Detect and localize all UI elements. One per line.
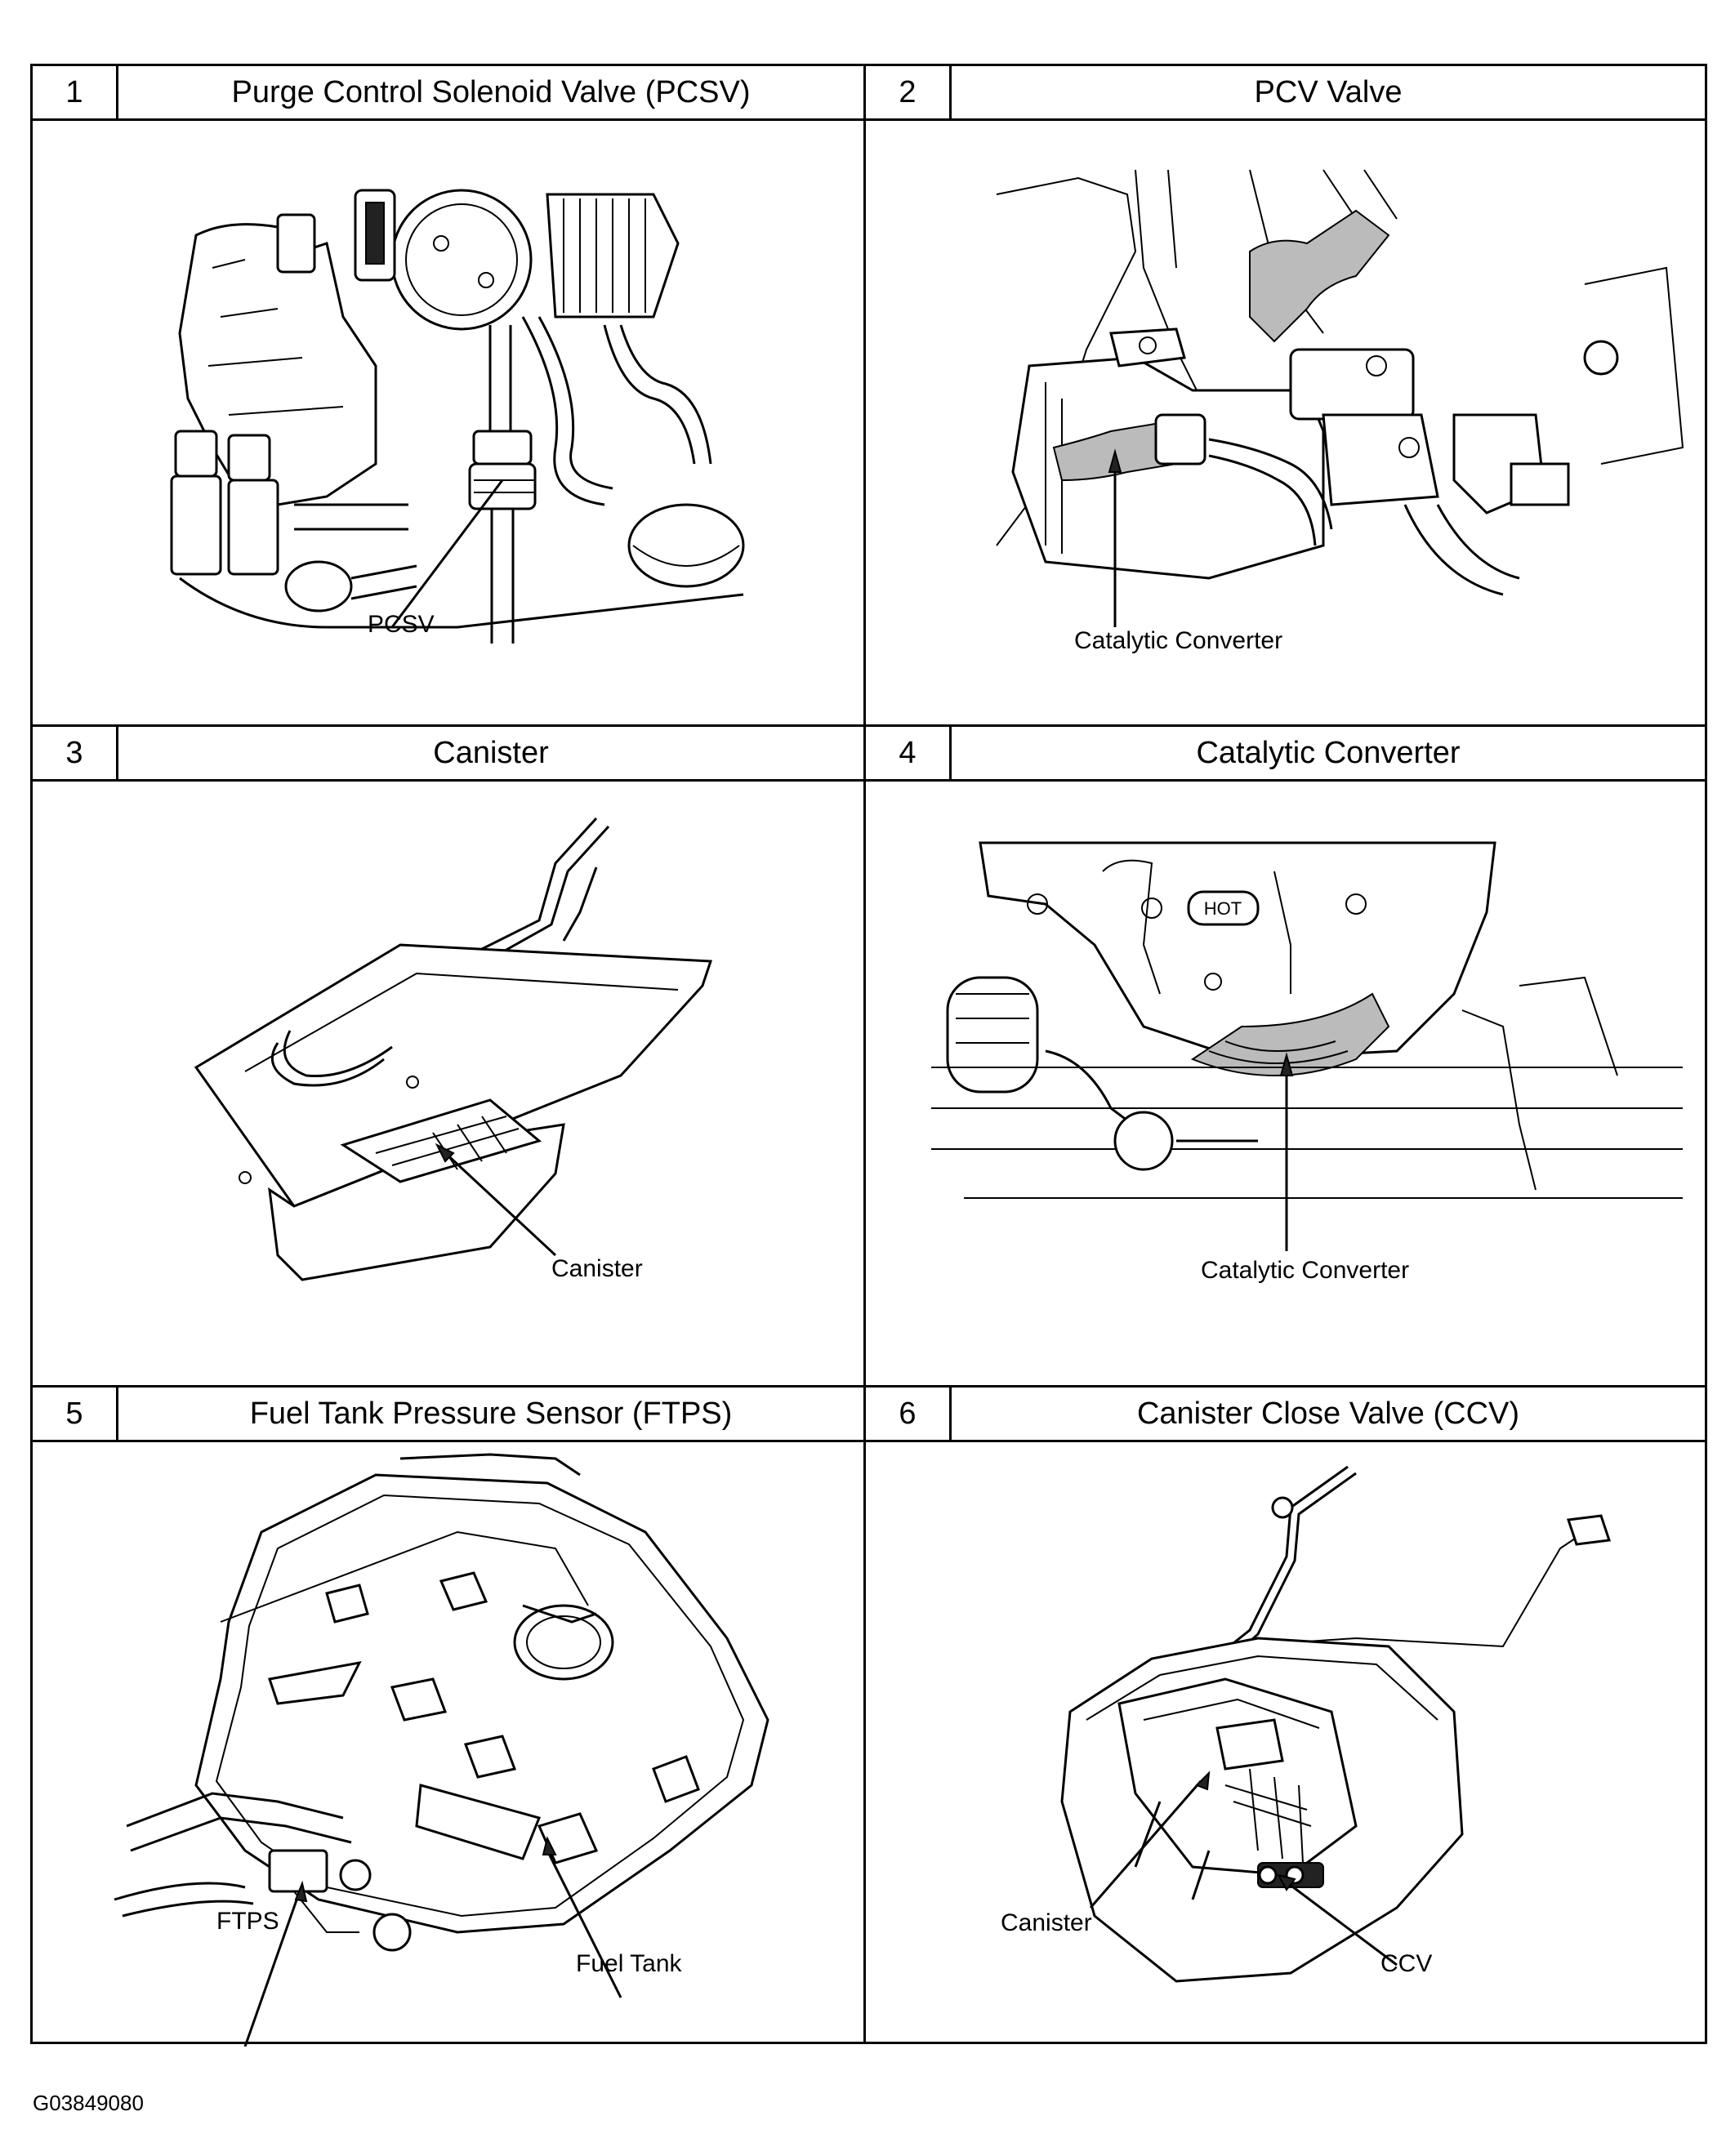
figure-id: G03849080 [33, 2091, 144, 2115]
pcsv-engine-drawing [170, 189, 745, 644]
panel-6-illustration: Canister CCV [863, 1440, 1707, 2044]
panel-5-illustration: FTPS Fuel Tank [30, 1440, 866, 2047]
panel-1-number: 1 [30, 64, 118, 121]
panel-3-illustration: Canister [30, 779, 866, 1388]
panel-3-callout-canister: Canister [551, 1255, 643, 1282]
hot-badge-text: HOT [1204, 898, 1242, 919]
panel-4-number: 4 [863, 724, 952, 782]
canister-ccv-drawing [1060, 1465, 1612, 1983]
figure-frame [30, 64, 1707, 2044]
panel-6-callout-canister: Canister [1001, 1909, 1092, 1936]
pcv-engine-drawing [996, 169, 1684, 627]
panel-2-illustration: Catalytic Converter [863, 118, 1707, 727]
panel-1-illustration: PCSV [30, 118, 866, 727]
panel-4-callout-catalytic-converter: Catalytic Converter [1201, 1257, 1410, 1284]
panel-4-title: Catalytic Converter [949, 724, 1707, 782]
fuel-tank-ftps-drawing [114, 1453, 769, 2047]
panel-3-title: Canister [116, 724, 866, 782]
panel-2-callout-catalytic-converter: Catalytic Converter [1074, 627, 1283, 654]
panel-5-number: 5 [30, 1385, 118, 1442]
panel-5-callout-fuel-tank: Fuel Tank [576, 1950, 682, 1977]
panel-6-callout-ccv: CCV [1380, 1950, 1433, 1977]
panel-1-callout-pcsv: PCSV [368, 611, 435, 638]
panel-5-title: Fuel Tank Pressure Sensor (FTPS) [116, 1385, 866, 1442]
canister-drawing [194, 817, 713, 1281]
catalytic-converter-drawing: HOT [931, 841, 1683, 1251]
panel-5-callout-ftps: FTPS [216, 1908, 279, 1935]
